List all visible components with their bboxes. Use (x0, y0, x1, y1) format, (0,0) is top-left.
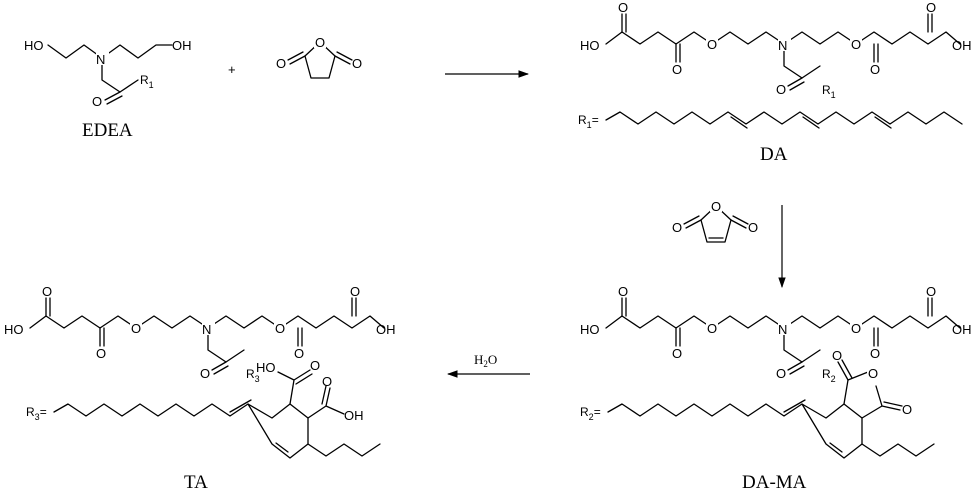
da-nitrogen: N (778, 38, 787, 53)
ta-acid-o-right: O (350, 284, 360, 299)
anhydride-carbonyl-o-right: O (352, 56, 362, 71)
da-ester-o-left: O (707, 37, 717, 52)
edea-hydroxyl-left: HO (24, 38, 44, 53)
da-ma-hydroxyl-right: OH (952, 322, 972, 337)
r2-definition: R2= O O O (580, 348, 935, 459)
da-ma-ester-o-right: O (851, 321, 861, 336)
ta-ester-carbonyl-o-right: O (294, 346, 304, 361)
ta-acid-hydroxyl-right: OH (344, 408, 364, 423)
da-ma-hydroxyl-left: HO (580, 322, 600, 337)
svg-text:R1=: R1= (578, 113, 599, 130)
da-ma-structure: HO O O O N O O O OH O R2 (580, 284, 972, 384)
da-ma-nitrogen: N (778, 322, 787, 337)
da-ester-carbonyl-o-right: O (870, 62, 880, 77)
edea-carbonyl-o: O (92, 94, 102, 109)
anhydride-ring-o: O (315, 35, 325, 50)
da-hydroxyl-right: OH (952, 38, 972, 53)
da-ma-caption: DA-MA (742, 472, 807, 493)
ta-ester-o-right: O (275, 321, 285, 336)
da-ma-anhydride-o-top: O (832, 348, 842, 363)
succinic-anhydride-structure: O O O (276, 35, 362, 79)
da-ma-anhydride-o-right: O (902, 402, 912, 417)
da-ma-ester-carbonyl-o-left: O (672, 346, 682, 361)
da-ma-acid-o-right: O (926, 284, 936, 299)
da-ma-amide-o: O (776, 366, 786, 381)
da-ester-carbonyl-o-left: O (672, 62, 682, 77)
da-ester-o-right: O (851, 37, 861, 52)
da-r-label: R1 (822, 83, 836, 100)
r1-definition: R1= (578, 111, 963, 130)
da-ma-ester-o-left: O (707, 321, 717, 336)
da-acid-o-right: O (926, 0, 936, 15)
ta-acid-carbonyl-o-top: O (310, 358, 320, 373)
ta-r-label: R3 (246, 367, 260, 384)
da-ma-ring-o: O (868, 366, 878, 381)
edea-nitrogen: N (96, 52, 105, 67)
maleic-carbonyl-o-right: O (748, 220, 758, 235)
r3-definition: R3= HO O O OH (26, 358, 381, 459)
edea-caption: EDEA (82, 120, 133, 141)
edea-r-label: R1 (140, 73, 154, 90)
ta-hydroxyl-left: HO (4, 322, 24, 337)
ta-hydroxyl-right: OH (376, 322, 396, 337)
ta-ester-o-left: O (131, 321, 141, 336)
ta-structure: HO O O O N O O O OH O R3 (4, 284, 396, 384)
da-ma-ester-carbonyl-o-right: O (870, 346, 880, 361)
da-structure: HO O O O N O O O OH O R1 (580, 0, 972, 100)
water-label: H2O (474, 352, 497, 369)
maleic-carbonyl-o-left: O (672, 220, 682, 235)
maleic-anhydride-structure: O O O (672, 199, 758, 243)
ta-acid-o-left: O (42, 284, 52, 299)
edea-hydroxyl-right: OH (172, 38, 192, 53)
edea-structure: N HO OH O R1 (24, 38, 192, 109)
da-ma-acid-o-left: O (618, 284, 628, 299)
anhydride-carbonyl-o-left: O (276, 56, 286, 71)
ta-acid-hydroxyl-top: HO (256, 360, 276, 375)
da-caption: DA (760, 144, 788, 165)
da-ma-r-label: R2 (822, 367, 836, 384)
ta-nitrogen: N (202, 322, 211, 337)
maleic-ring-o: O (711, 199, 721, 214)
da-hydroxyl-left: HO (580, 38, 600, 53)
ta-caption: TA (184, 472, 208, 493)
plus-sign: + (228, 62, 236, 77)
ta-acid-carbonyl-o-right: O (322, 374, 332, 389)
svg-text:R3=: R3= (26, 405, 47, 422)
ta-amide-o: O (200, 366, 210, 381)
da-amide-o: O (776, 82, 786, 97)
da-acid-o-left: O (618, 0, 628, 15)
svg-text:R2=: R2= (580, 405, 601, 422)
ta-ester-carbonyl-o-left: O (96, 346, 106, 361)
